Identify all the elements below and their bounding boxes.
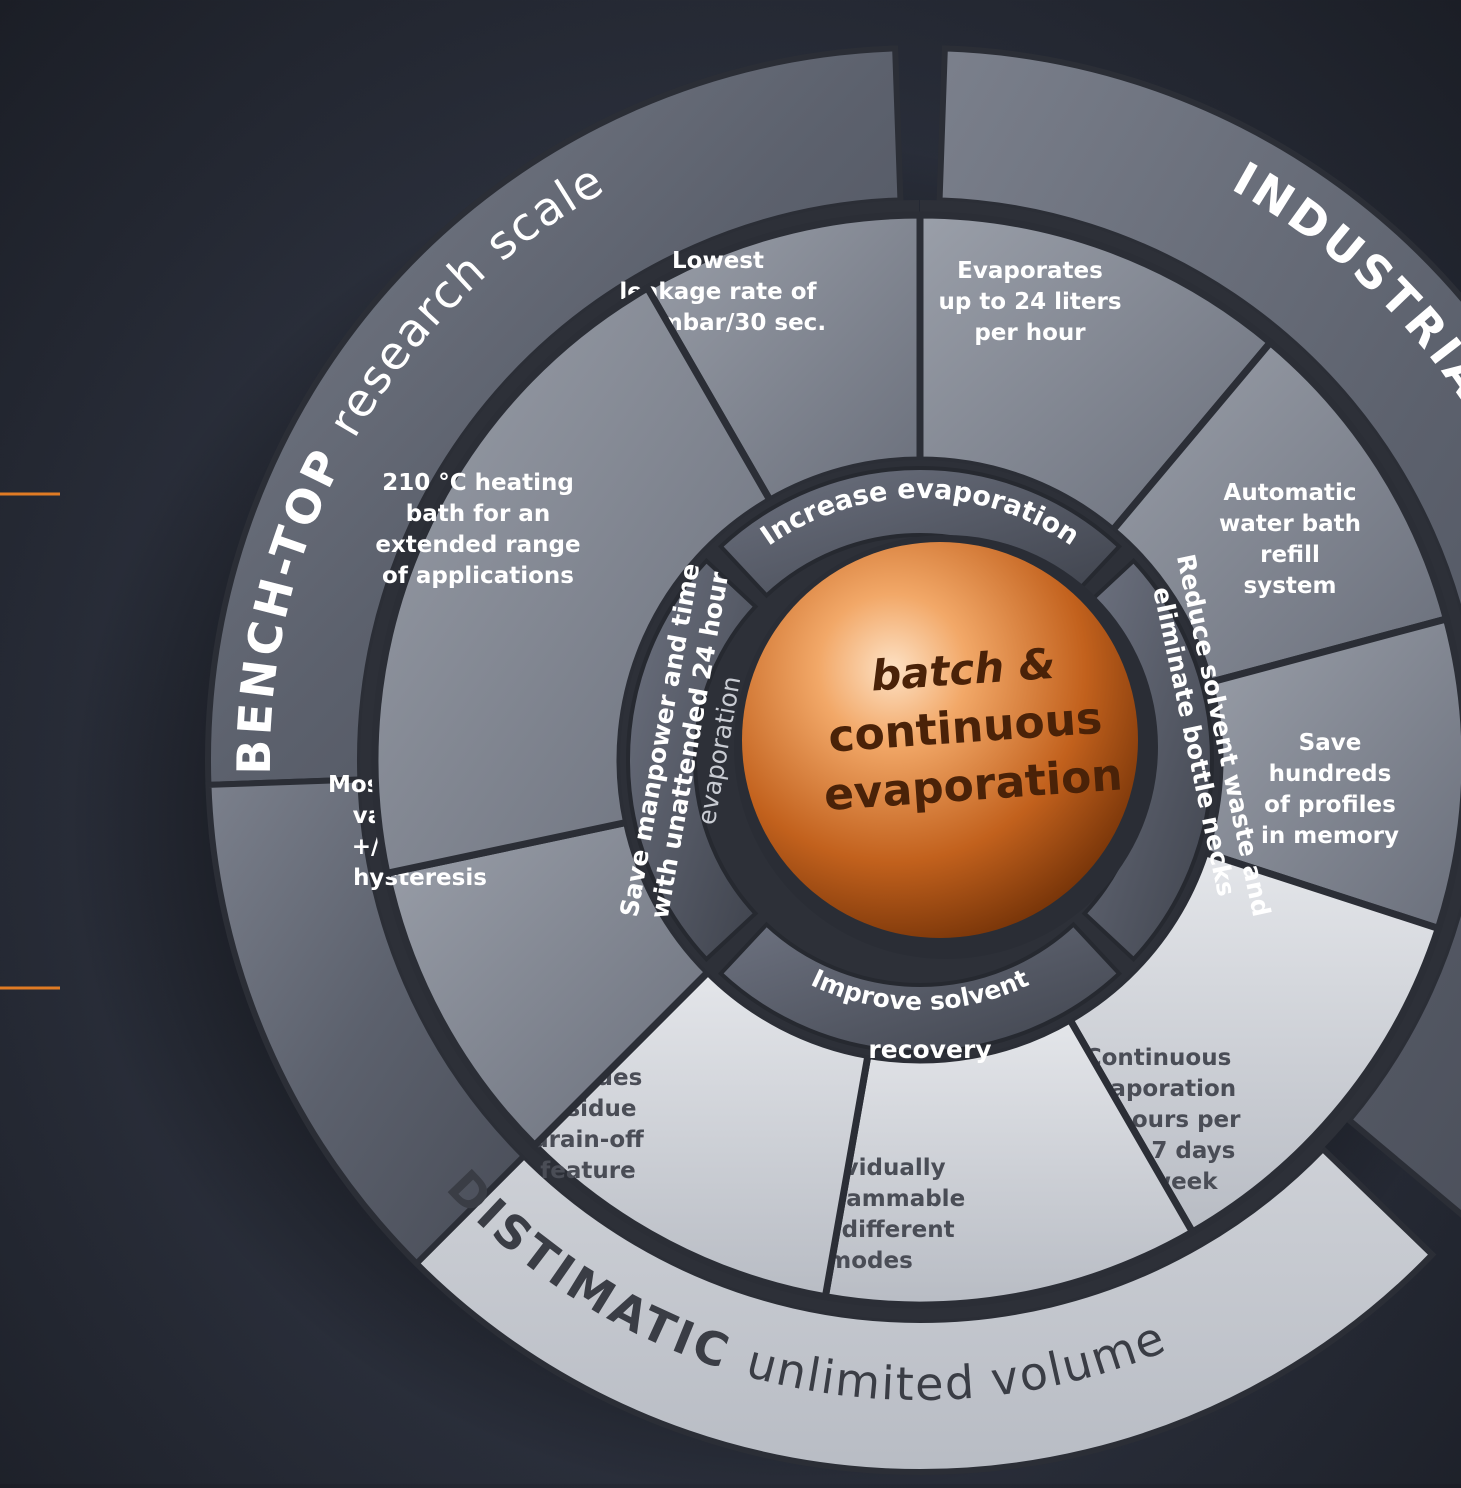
inner-segment-increase-evaporation	[718, 466, 1122, 599]
segment-line: hundreds	[1269, 761, 1392, 787]
segment-text-evaporates-24-liters: Evaporates up to 24 liters per hour	[938, 258, 1121, 346]
segment-line: bath for an	[406, 501, 550, 527]
segment-line: modes	[827, 1248, 913, 1274]
segment-line: 210 °C heating	[382, 470, 574, 496]
center-sphere	[742, 542, 1138, 938]
segment-text-automatic-refill: Automatic water bath refill system	[1219, 480, 1361, 599]
segment-line: refill	[1260, 542, 1320, 568]
segment-line: of profiles	[1264, 792, 1396, 818]
segment-line: in memory	[1261, 823, 1399, 849]
segment-line: system	[1244, 573, 1337, 599]
inner-segment-save-manpower	[626, 558, 759, 962]
segment-line: Lowest	[672, 248, 764, 274]
segment-line: per hour	[974, 320, 1086, 346]
segment-line: of applications	[382, 563, 574, 589]
segment-line: Continuous	[1085, 1045, 1232, 1071]
inner-segment-improve-solvent-recovery	[718, 921, 1122, 1054]
segment-line: water bath	[1219, 511, 1361, 537]
segment-text-heating-bath: 210 °C heating bath for an extended range o…	[375, 470, 580, 589]
segment-line: extended range	[375, 532, 580, 558]
segment-line: Evaporates	[957, 258, 1103, 284]
segment-line: feature	[540, 1158, 635, 1184]
segment-line: Automatic	[1224, 480, 1357, 506]
segment-line: up to 24 liters	[938, 289, 1121, 315]
outer-ring: BENCH-TOP research scaleINDUSTRIAL large…	[205, 45, 1461, 1475]
segment-line: Save	[1299, 730, 1362, 756]
inner-label-recovery: recovery	[868, 1035, 991, 1064]
segment-text-save-profiles: Save hundreds of profiles in memory	[1261, 730, 1399, 849]
